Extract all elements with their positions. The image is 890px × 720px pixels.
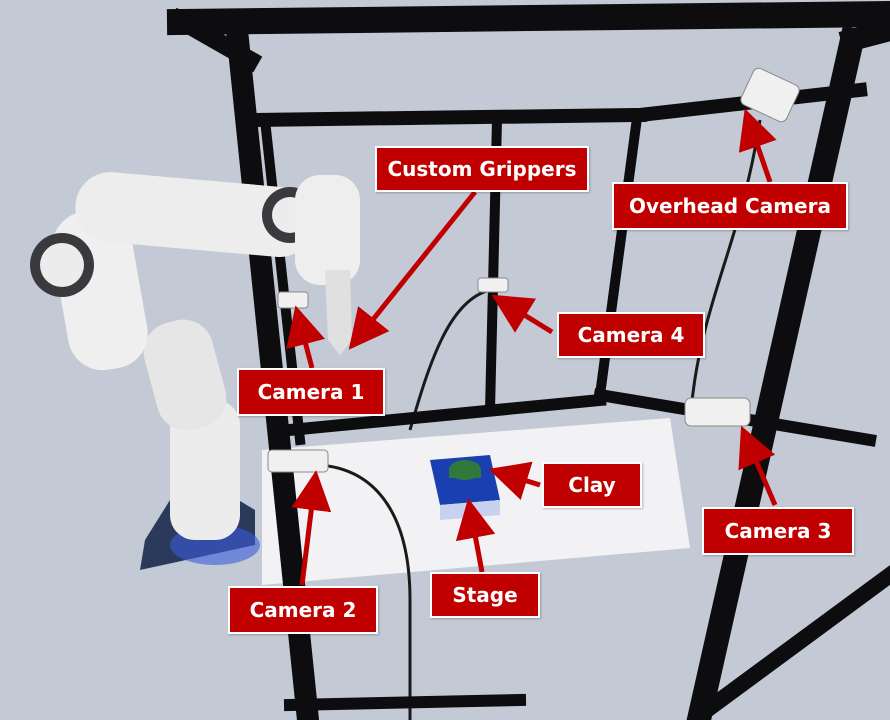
camera-3-label: Camera 3 (702, 507, 854, 555)
stage-label: Stage (430, 572, 540, 618)
robot-arm (30, 172, 360, 570)
cables (319, 119, 762, 720)
stage (430, 455, 500, 520)
annotation-arrows (286, 108, 778, 586)
camera-2-label: Camera 2 (228, 586, 378, 634)
custom-grippers-label: Custom Grippers (375, 146, 589, 192)
camera-1-label: Camera 1 (237, 368, 385, 416)
overhead-camera-label: Overhead Camera (612, 182, 848, 230)
camera-4-label: Camera 4 (557, 312, 705, 358)
clay-label: Clay (542, 462, 642, 508)
